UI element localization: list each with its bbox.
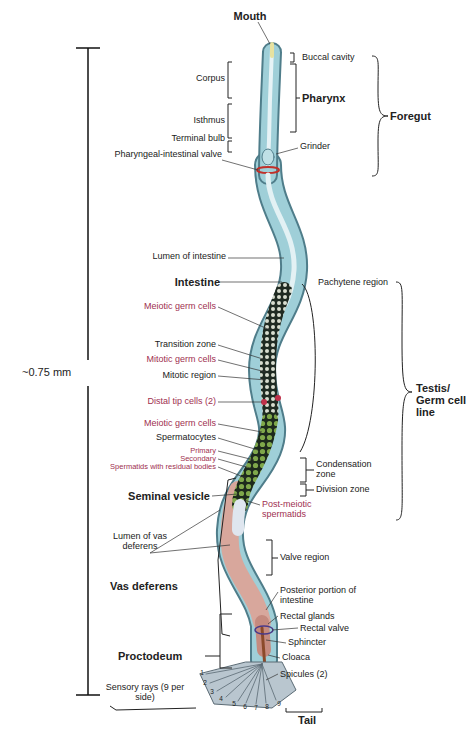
part-label: Vas deferens xyxy=(110,580,210,592)
part-label: Meiotic germ cells xyxy=(110,419,216,429)
part-label: Rectal valve xyxy=(300,624,374,634)
part-label: Pachytene region xyxy=(318,278,408,288)
part-label: Spermatocytes xyxy=(120,433,216,443)
part-label: Buccal cavity xyxy=(302,53,382,63)
part-label: Spicules (2) xyxy=(280,670,356,680)
callout-number: 8 xyxy=(263,703,271,710)
callout-number: 1 xyxy=(198,669,206,676)
part-label: Intestine xyxy=(140,276,220,288)
part-label: Spermatids with residual bodies xyxy=(60,463,216,471)
part-label: Terminal bulb xyxy=(130,134,225,144)
part-label: Secondary xyxy=(136,455,216,463)
callout-number: 4 xyxy=(217,695,225,702)
part-label: Primary xyxy=(146,447,216,455)
scale-label: ~0.75 mm xyxy=(22,366,86,378)
part-label: Foregut xyxy=(390,110,450,122)
callout-number: 2 xyxy=(201,679,209,686)
part-label: Valve region xyxy=(280,553,350,563)
part-label: Grinder xyxy=(300,142,360,152)
part-label: Cloaca xyxy=(282,653,338,663)
part-label: Tail xyxy=(298,714,338,726)
callout-number: 6 xyxy=(241,703,249,710)
part-label: Proctodeum xyxy=(118,650,204,662)
callout-number: 9 xyxy=(275,700,283,707)
part-label: Mitotic germ cells xyxy=(110,355,216,365)
part-label: Seminal vesicle xyxy=(100,490,210,502)
part-label: Lumen of vas deferens xyxy=(108,532,172,552)
callout-number: 3 xyxy=(208,688,216,695)
part-label: Pharynx xyxy=(302,92,362,104)
part-label: Corpus xyxy=(170,74,225,84)
part-label: Posterior portion of intestine xyxy=(280,586,366,606)
part-label: Transition zone xyxy=(120,340,216,350)
part-label: Sensory rays (9 per side) xyxy=(100,683,190,703)
part-label: Meiotic germ cells xyxy=(110,302,216,312)
scale-bar xyxy=(76,48,100,695)
part-label: Testis/ Germ cell line xyxy=(416,382,472,418)
part-label: Condensation zone xyxy=(316,460,390,480)
bracket xyxy=(110,53,412,712)
part-label: Isthmus xyxy=(150,116,225,126)
part-label: Distal tip cells (2) xyxy=(110,397,216,407)
part-label: Pharyngeal-intestinal valve xyxy=(110,150,222,160)
part-label: Mitotic region xyxy=(120,371,216,381)
part-label: Lumen of intestine xyxy=(130,252,226,262)
part-label: Division zone xyxy=(316,485,390,495)
part-label: Mouth xyxy=(225,10,275,22)
part-label: Rectal glands xyxy=(280,612,354,622)
callout-number: 7 xyxy=(252,704,260,711)
part-label: Post-meiotic spermatids xyxy=(262,500,342,520)
callout-number: 5 xyxy=(230,700,238,707)
part-label: Sphincter xyxy=(288,638,352,648)
